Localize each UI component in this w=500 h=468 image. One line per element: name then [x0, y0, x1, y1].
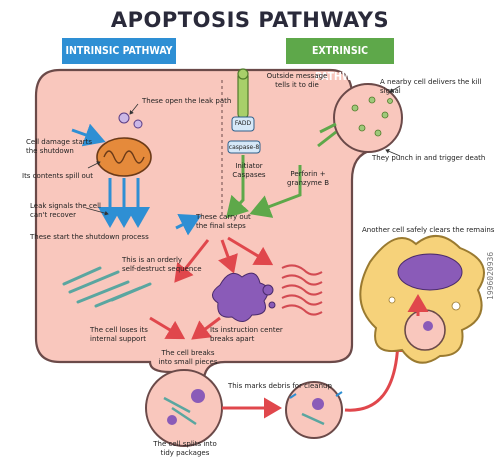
fragmented-nucleus — [212, 272, 276, 322]
cytoskeleton-fragments — [62, 266, 152, 308]
label-open-leak: These open the leak path — [142, 97, 232, 105]
label-caspase8: caspase-8 — [228, 144, 260, 151]
macrophage — [359, 235, 485, 364]
red-arrow-merge-1 — [149, 316, 186, 340]
intrinsic-pathway-tag: INTRINSIC PATHWAY — [62, 38, 176, 64]
label-start-shutdown: These start the shutdown process — [30, 233, 149, 241]
red-arrow-er — [227, 236, 274, 266]
endoplasmic-reticulum — [281, 264, 323, 316]
label-contents-spill: Its contents spill out — [22, 172, 93, 180]
label-initiator: Initiator Caspases — [232, 162, 266, 179]
watermark-id: 1996020936 — [486, 251, 495, 300]
death-receptor — [227, 68, 261, 154]
mitochondrion — [96, 112, 152, 177]
label-carry-out: These carry out the final steps — [196, 213, 251, 230]
red-arrow-merge-2 — [191, 316, 221, 340]
red-arrow-nucleus — [218, 239, 238, 274]
label-nearby-cell: A nearby cell delivers the kill signal — [380, 78, 482, 95]
label-instruction-center: Its instruction center breaks apart — [210, 326, 283, 343]
label-marks-debris: This marks debris for cleanup — [228, 382, 332, 390]
label-fadd: FADD — [234, 120, 252, 127]
perforin-arrow — [249, 165, 302, 218]
label-perforin: Perforin + granzyme B — [286, 170, 330, 187]
label-cell-damage: Cell damage starts the shutdown — [26, 138, 93, 155]
label-orderly: This is an orderly self-destruct sequenc… — [122, 256, 202, 273]
label-punch: They punch in and trigger death — [372, 154, 486, 162]
label-another-cell: Another cell safely clears the remains — [362, 226, 495, 234]
label-outside-message: Outside message tells it to die — [266, 72, 328, 89]
label-breaks-small: The cell breaks into small pieces — [158, 349, 218, 366]
red-arrow-cytoskeleton — [174, 239, 210, 283]
killer-cell — [317, 83, 403, 153]
label-loses-support: The cell loses its internal support — [90, 326, 148, 343]
label-splits: The cell splits into tidy packages — [153, 440, 217, 457]
marked-body — [285, 381, 343, 439]
damage-arrow — [71, 123, 106, 147]
label-leak-signals: Leak signals the cell can't recover — [30, 202, 101, 219]
page-title: APOPTOSIS PATHWAYS — [110, 8, 390, 32]
red-arrow-engulf — [344, 334, 409, 412]
to-caspase-arrow — [175, 213, 202, 236]
extrinsic-pathway-tag: EXTRINSIC PATHWAY — [286, 38, 394, 83]
apoptotic-body — [145, 369, 223, 447]
leader-lines — [85, 85, 401, 216]
extrinsic-arrow — [225, 155, 250, 219]
